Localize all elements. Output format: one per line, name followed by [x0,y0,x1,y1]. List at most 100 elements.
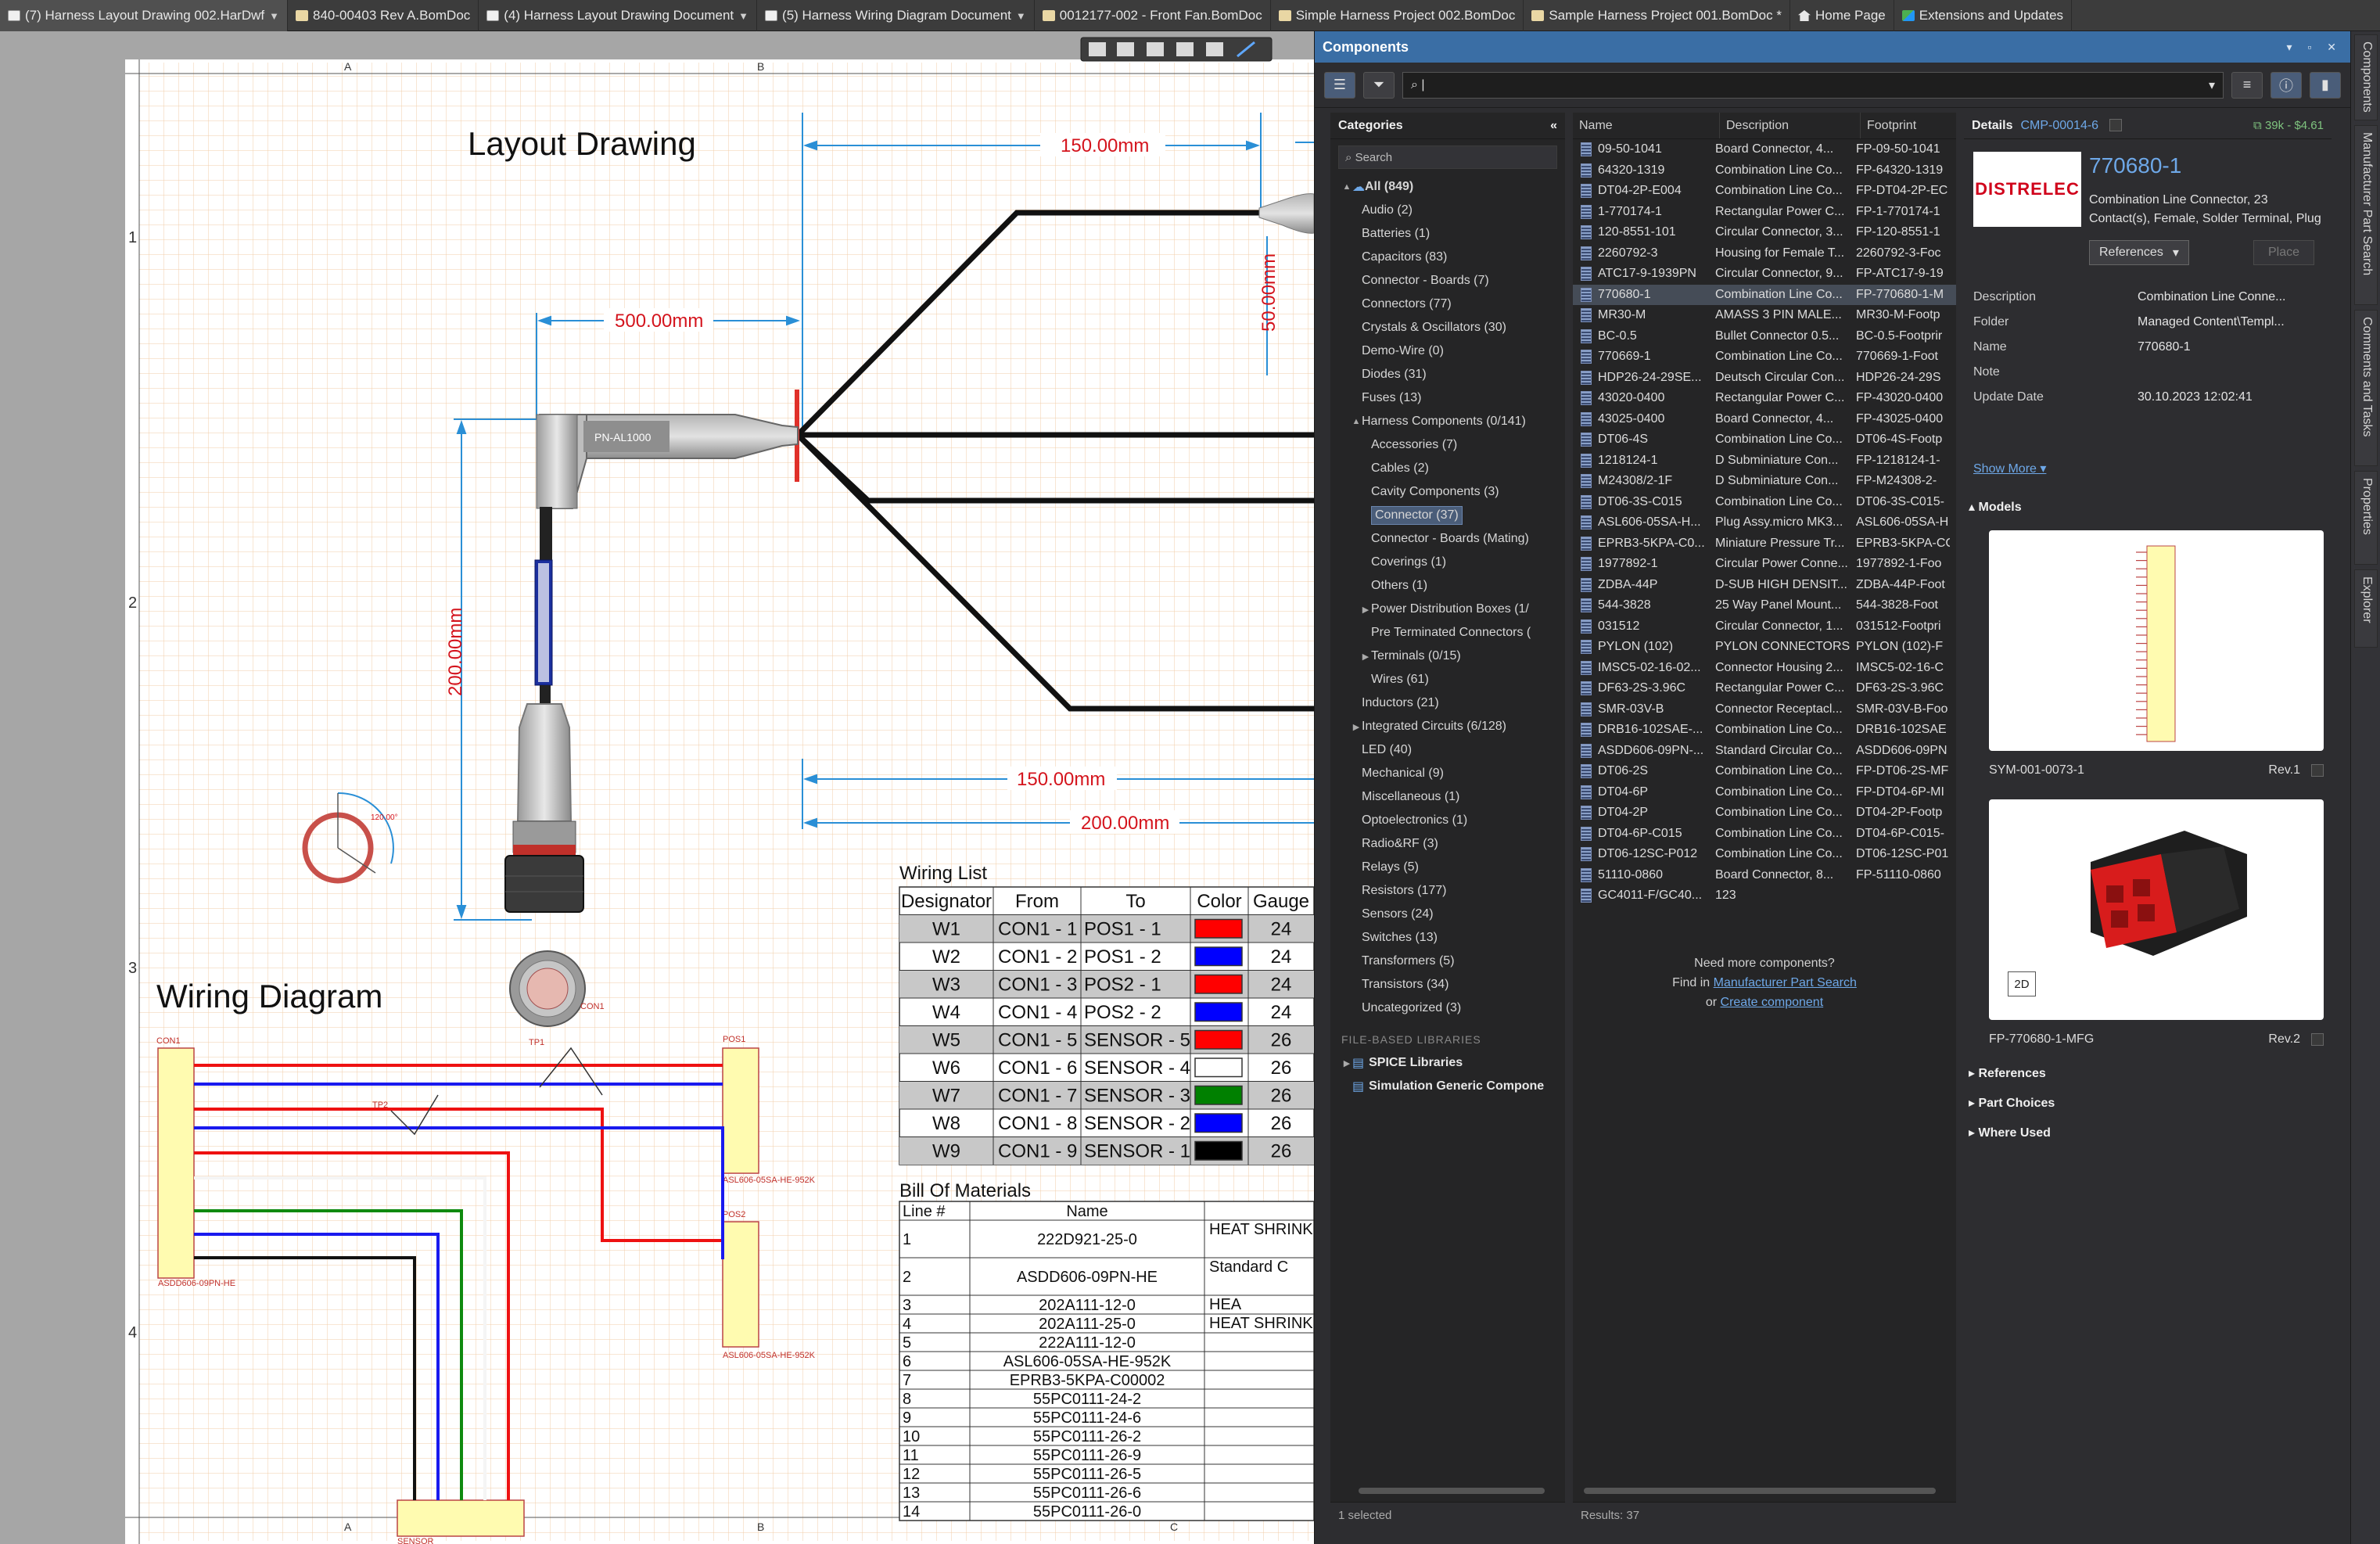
components-search-input[interactable]: ⌕ |▾ [1402,71,2224,99]
main-connector[interactable]: PN-AL1000 [504,414,799,913]
details-price[interactable]: ⧉ 39k - $4.61 [2253,119,2324,132]
category-item[interactable]: Coverings (1) [1330,551,1565,574]
side-tab-1[interactable]: Manufacturer Part Search [2354,125,2378,305]
component-row[interactable]: ASDD606-09PN-...Standard Circular Co...A… [1573,741,1956,762]
tab-2[interactable]: (4) Harness Layout Drawing Document▼ [479,0,758,31]
dimension-icon[interactable] [1176,42,1194,56]
expand-toggle-icon[interactable]: ▶ [1352,722,1360,732]
category-item[interactable]: Pre Terminated Connectors ( [1330,621,1565,645]
expand-toggle-icon[interactable]: ▶ [1362,605,1369,615]
category-item[interactable]: Inductors (21) [1330,691,1565,715]
tab-5[interactable]: Simple Harness Project 002.BomDoc [1271,0,1524,31]
category-item[interactable]: Diodes (31) [1330,363,1565,386]
place-icon[interactable] [1117,42,1134,56]
category-item[interactable]: LED (40) [1330,738,1565,762]
category-item[interactable]: ▲Harness Components (0/141) [1330,410,1565,433]
chevron-down-icon[interactable]: ▼ [269,9,279,22]
category-item[interactable]: Optoelectronics (1) [1330,809,1565,832]
place-button[interactable]: Place [2253,240,2315,265]
library-item[interactable]: ▤Simulation Generic Compone [1330,1075,1565,1098]
details-checkbox[interactable] [2109,119,2123,132]
dim-bottom-200[interactable]: 200.00mm [1081,813,1169,834]
category-item[interactable]: Relays (5) [1330,856,1565,879]
tab-8[interactable]: Extensions and Updates [1894,0,2073,31]
models-section-header[interactable]: ▴ Models [1969,501,2022,514]
col-footprint[interactable]: Footprint [1867,118,1917,132]
search-dropdown-icon[interactable]: ▾ [2208,78,2215,92]
tab-7[interactable]: Home Page [1790,0,1894,31]
wiring-schematic[interactable]: CON1 ASDD606-09PN-HE POS1 ASL606-05SA-HE… [156,1035,816,1544]
expand-toggle-icon[interactable]: ▶ [1343,1058,1351,1068]
category-item[interactable]: Connector - Boards (7) [1330,269,1565,293]
category-item[interactable]: Others (1) [1330,574,1565,598]
category-item[interactable]: Transistors (34) [1330,973,1565,996]
component-row[interactable]: HDP26-24-29SE...Deutsch Circular Con...H… [1573,368,1956,389]
category-item[interactable]: Radio&RF (3) [1330,832,1565,856]
side-tab-0[interactable]: Components [2354,34,2378,120]
create-component-link[interactable]: Create component [1720,996,1824,1009]
info-icon[interactable]: ⓘ [2271,71,2302,99]
2d-toggle[interactable]: 2D [2008,971,2036,996]
categories-search-input[interactable]: ⌕ Search [1338,145,1557,169]
category-item[interactable]: ▶Integrated Circuits (6/128) [1330,715,1565,738]
library-item[interactable]: ▶▤SPICE Libraries [1330,1051,1565,1075]
category-item[interactable]: Connector - Boards (Mating) [1330,527,1565,551]
dim-top-150[interactable]: 150.00mm [1061,135,1149,156]
filter-icon[interactable]: ⏷ [1363,71,1395,99]
filter-icon[interactable] [1089,42,1106,56]
components-scrollbar[interactable] [1584,1488,1936,1494]
category-item[interactable]: ▲☁ All (849) [1330,175,1565,199]
chevron-down-icon[interactable]: ▼ [738,9,749,22]
category-item[interactable]: Crystals & Oscillators (30) [1330,316,1565,339]
references-section[interactable]: ▸ References [1969,1067,2046,1080]
tab-6[interactable]: Sample Harness Project 001.BomDoc * [1524,0,1790,31]
category-item[interactable]: Accessories (7) [1330,433,1565,457]
category-item[interactable]: Uncategorized (3) [1330,996,1565,1020]
collapse-icon[interactable]: « [1550,118,1557,132]
dim-bottom-150[interactable]: 150.00mm [1017,769,1105,790]
category-item[interactable]: Switches (13) [1330,926,1565,950]
category-item[interactable]: Transformers (5) [1330,950,1565,973]
drawing-canvas[interactable]: A B A B C 1 2 3 4 Layout Drawing [0,31,1314,1544]
category-item[interactable]: ▶Power Distribution Boxes (1/ [1330,598,1565,621]
chevron-down-icon[interactable]: ▾ [2172,246,2179,260]
category-item[interactable]: ▶Terminals (0/15) [1330,645,1565,668]
references-button[interactable]: References▾ [2089,240,2189,265]
show-more-link[interactable]: Show More ▾ [1973,462,2047,476]
category-item[interactable]: Demo-Wire (0) [1330,339,1565,363]
category-item[interactable]: Fuses (13) [1330,386,1565,410]
category-item[interactable]: Resistors (177) [1330,879,1565,903]
model2-checkbox[interactable] [2311,1032,2324,1046]
category-item[interactable]: Cables (2) [1330,457,1565,480]
category-item[interactable]: Audio (2) [1330,199,1565,222]
side-tab-3[interactable]: Properties [2354,471,2378,565]
con1-face-view[interactable]: CON1 [509,950,605,1027]
component-row[interactable]: IMSC5-02-16-02...Connector Housing 2...I… [1573,658,1956,679]
col-name[interactable]: Name [1573,113,1720,138]
category-item[interactable]: Batteries (1) [1330,222,1565,246]
dim-left-200[interactable]: 200.00mm [445,608,466,696]
